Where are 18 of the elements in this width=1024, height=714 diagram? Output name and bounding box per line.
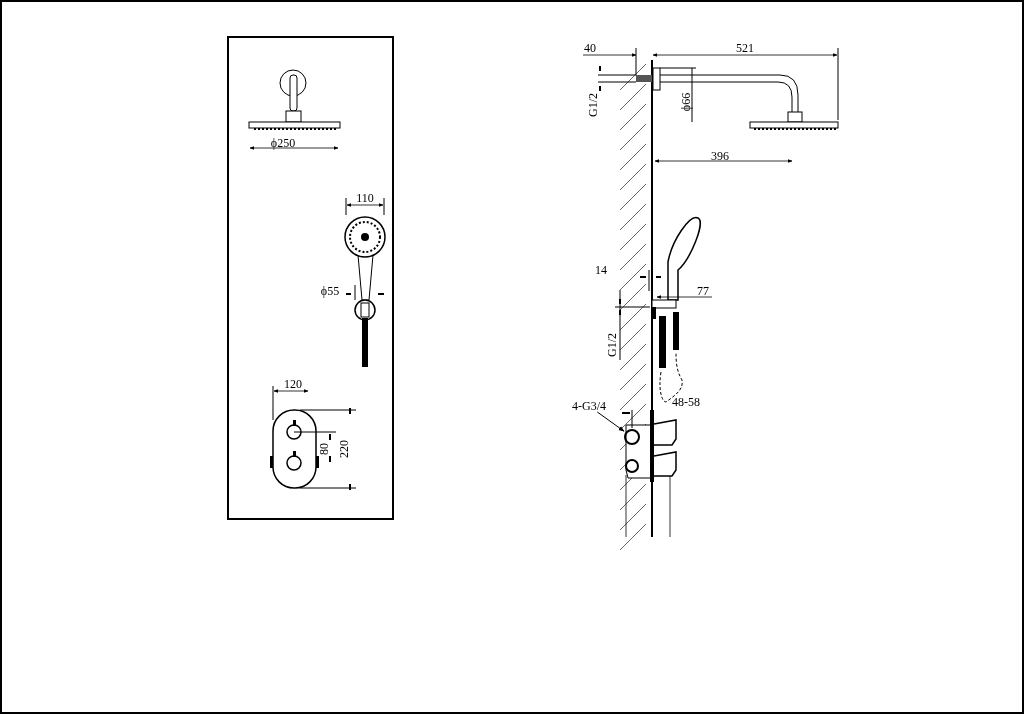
dimension-label: 77 (697, 285, 709, 297)
dimension-label: 396 (711, 150, 729, 162)
dimension-label: 220 (338, 440, 350, 458)
inlet-port (624, 429, 640, 445)
dimension-label: 120 (284, 378, 302, 390)
dimension-label: 48-58 (672, 396, 700, 408)
dimension-label: 40 (584, 42, 596, 54)
dimension-label: 14 (595, 264, 607, 276)
dimension-label: 110 (356, 192, 374, 204)
dimension-label: G1/2 (587, 93, 599, 117)
dimension-label: ϕ55 (320, 285, 340, 297)
dimension-label: G1/2 (606, 333, 618, 357)
dimension-label: 521 (736, 42, 754, 54)
dimension-label: ϕ66 (680, 92, 692, 112)
dimension-label: ϕ250 (270, 137, 296, 149)
leader-line (596, 411, 625, 432)
dimension-label: 80 (318, 443, 330, 455)
callout-label: 4-G3/4 (572, 400, 606, 412)
